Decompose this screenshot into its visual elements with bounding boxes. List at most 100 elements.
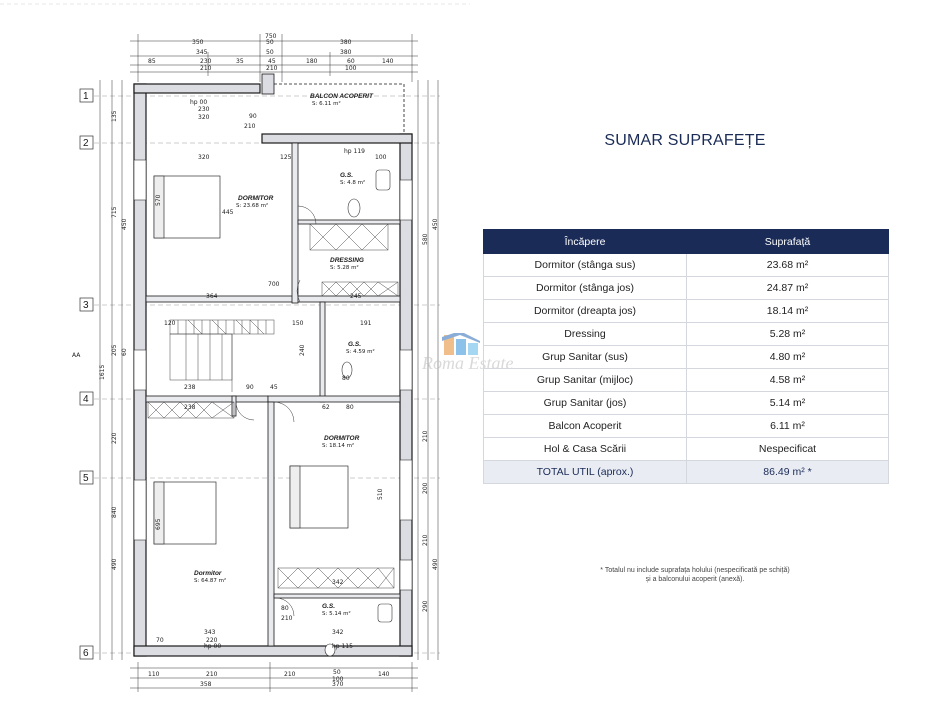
- dim-inner-21: 238: [184, 404, 196, 411]
- room-area-dormitor-bottom: S: 64.87 m²: [194, 577, 226, 584]
- dim-inner-32: 210: [281, 615, 293, 622]
- table-row: Dormitor (stânga sus)23.68 m²: [483, 253, 889, 277]
- dim-bottom-2: 50: [333, 669, 341, 676]
- dim-top-16: 210: [266, 65, 278, 72]
- dim-left-4: 205: [111, 344, 118, 356]
- room-label-dormitor-bottom: Dormitor: [194, 570, 222, 577]
- cell-area: 18.14 m²: [686, 299, 889, 323]
- table-header-row: Încăpere Suprafață: [483, 229, 889, 254]
- dim-bottom-6: 358: [200, 681, 212, 688]
- dim-inner-20: 45: [270, 384, 278, 391]
- cell-room: Hol & Casa Scării: [483, 437, 687, 461]
- floor-plan-drawing: 750 350 50 380 345 50 60 380 85 230 35 4…: [0, 3, 470, 692]
- dim-inner-3: 90: [249, 113, 257, 120]
- room-area-balcon: S: 6.11 m²: [312, 100, 341, 107]
- dim-left-2: 715: [111, 206, 118, 218]
- cell-area: Nespecificat: [686, 437, 889, 461]
- dim-inner-14: 120: [164, 320, 176, 327]
- dim-inner-8: 100: [375, 154, 387, 161]
- bottom-dimension-lines: [130, 662, 418, 692]
- total-label: TOTAL UTIL (aprox.): [483, 460, 687, 484]
- cell-area: 4.58 m²: [686, 368, 889, 392]
- summary-title: SUMAR SUPRAFEȚE: [604, 132, 766, 149]
- table-total-row: TOTAL UTIL (aprox.)86.49 m² *: [483, 460, 889, 484]
- room-label-dormitor-right: DORMITOR: [324, 435, 360, 442]
- room-label-gs-bottom: G.S.: [322, 603, 335, 610]
- dim-right-0: 450: [432, 218, 439, 230]
- grid-label-3: 3: [83, 300, 89, 311]
- left-dimension-lines: [99, 80, 123, 660]
- grid-label-1: 1: [83, 91, 89, 102]
- room-area-dormitor-right: S: 18.14 m²: [322, 442, 354, 449]
- top-dimension-lines: [130, 34, 418, 82]
- dim-left-7: 840: [111, 506, 118, 518]
- dim-top-5: 50: [266, 49, 274, 56]
- header-area: Suprafață: [686, 229, 889, 254]
- dim-left-8: 490: [111, 558, 118, 570]
- table-row: Grup Sanitar (jos)5.14 m²: [483, 391, 889, 415]
- room-label-dressing: DRESSING: [330, 257, 364, 264]
- dim-inner-1: 230: [198, 106, 210, 113]
- dim-inner-30: hp 115: [332, 643, 353, 650]
- room-area-gs-mid: S: 4.59 m²: [346, 348, 375, 355]
- cell-room: Grup Sanitar (jos): [483, 391, 687, 415]
- room-label-balcon: BALCON ACOPERIT: [310, 93, 374, 100]
- dim-left-1: 135: [111, 110, 118, 122]
- dim-bottom-7: 370: [332, 681, 344, 688]
- dim-left-6: 220: [111, 432, 118, 444]
- cell-area: 6.11 m²: [686, 414, 889, 438]
- dim-bottom-3: 210: [284, 671, 296, 678]
- dim-inner-2: 320: [198, 114, 210, 121]
- dim-top-12: 180: [306, 58, 318, 65]
- dim-bottom-0: 110: [148, 671, 160, 678]
- cell-area: 23.68 m²: [686, 253, 889, 277]
- room-area-gs-top: S: 4.8 m²: [340, 179, 365, 186]
- footnote: * Totalul nu include suprafața holului (…: [560, 566, 830, 584]
- dim-top-3: 380: [340, 39, 352, 46]
- dim-top-9: 230: [200, 58, 212, 65]
- dim-inner-10: 570: [155, 194, 162, 206]
- dim-inner-29: 342: [332, 629, 344, 636]
- room-label-gs-mid: G.S.: [348, 341, 361, 348]
- staircase: [169, 319, 275, 392]
- dim-inner-0: hp 00: [190, 99, 207, 106]
- grid-label-4: 4: [83, 394, 89, 405]
- dim-right-3: 200: [422, 482, 429, 494]
- dim-top-7: 380: [340, 49, 352, 56]
- beds: [153, 175, 349, 545]
- dim-inner-31: 80: [281, 605, 289, 612]
- dim-inner-23: 80: [346, 404, 354, 411]
- cell-area: 24.87 m²: [686, 276, 889, 300]
- dim-inner-12: 700: [268, 281, 280, 288]
- dim-right-5: 490: [432, 558, 439, 570]
- dim-inner-26: 220: [206, 637, 218, 644]
- dim-top-8: 85: [148, 58, 156, 65]
- dim-inner-5: hp 119: [344, 148, 365, 155]
- grid-label-aa: AA: [72, 352, 81, 359]
- sanitary-fixtures: [324, 169, 393, 657]
- dim-right-4: 210: [422, 534, 429, 546]
- interior-walls: [145, 142, 401, 647]
- dim-left-0: 1615: [99, 365, 106, 380]
- cell-room: Dressing: [483, 322, 687, 346]
- dim-top-2: 50: [266, 39, 274, 46]
- dim-inner-33: 510: [377, 488, 384, 500]
- table-row: Dormitor (stânga jos)24.87 m²: [483, 276, 889, 300]
- dim-bottom-1: 210: [206, 671, 218, 678]
- dim-inner-34: 695: [155, 518, 162, 530]
- dim-inner-17: 240: [299, 344, 306, 356]
- dim-inner-24: 342: [332, 579, 344, 586]
- inner-dimensions: hp 00 230 320 90 210 hp 119 320 125 100 …: [155, 99, 387, 650]
- table-row: Grup Sanitar (mijloc)4.58 m²: [483, 368, 889, 392]
- dim-inner-9: 445: [222, 209, 234, 216]
- summary-table: Încăpere Suprafață Dormitor (stânga sus)…: [483, 229, 889, 484]
- dim-right-1: 580: [422, 233, 429, 245]
- cell-area: 5.28 m²: [686, 322, 889, 346]
- dim-top-14: 140: [382, 58, 394, 65]
- dim-top-1: 350: [192, 39, 204, 46]
- dim-bottom-4: 140: [378, 671, 390, 678]
- dim-bottom-5: 100: [332, 676, 344, 683]
